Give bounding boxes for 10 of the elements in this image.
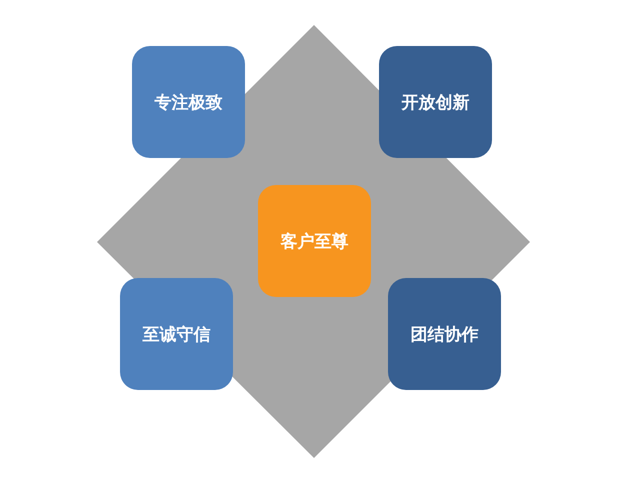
rounded-box bbox=[388, 278, 501, 390]
rounded-box bbox=[258, 185, 371, 297]
rounded-box bbox=[132, 46, 245, 158]
rounded-box bbox=[120, 278, 233, 390]
box-label: 开放创新 bbox=[402, 92, 470, 114]
box-label: 专注极致 bbox=[154, 92, 222, 114]
box-label: 客户至尊 bbox=[280, 230, 348, 252]
box-label: 团结协作 bbox=[410, 324, 478, 346]
rounded-box bbox=[379, 46, 492, 158]
box-label: 至诚守信 bbox=[142, 324, 210, 346]
